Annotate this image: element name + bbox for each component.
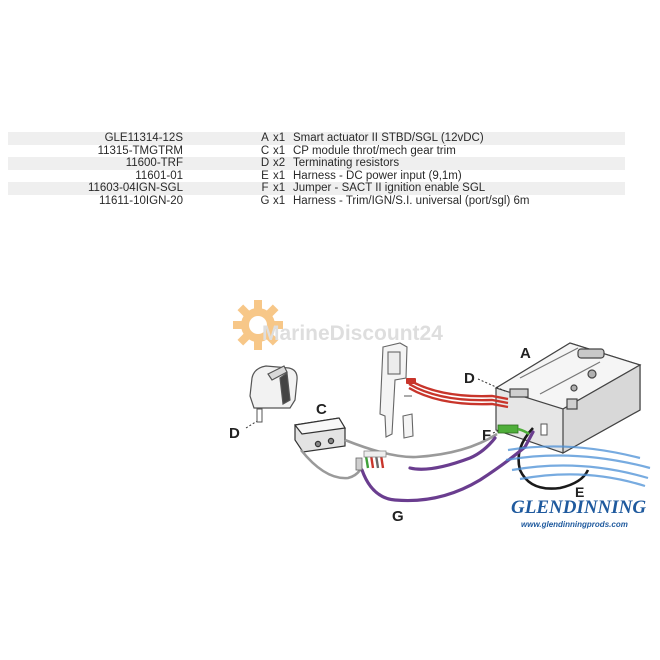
- diagram-letter: A: [257, 132, 273, 145]
- label-g: G: [392, 508, 404, 525]
- part-description: Terminating resistors: [293, 157, 625, 170]
- row-spacer: [189, 157, 257, 170]
- engine-lever: [379, 342, 414, 439]
- part-number: GLE11314-12S: [8, 132, 189, 145]
- cp-module: [293, 417, 346, 453]
- diagram-letter: F: [257, 182, 273, 195]
- diagram-letter: C: [257, 144, 273, 157]
- diagram-letter: E: [257, 169, 273, 182]
- part-description: CP module throt/mech gear trim: [293, 144, 625, 157]
- control-head: [249, 365, 298, 409]
- diagram-letter: D: [257, 157, 273, 170]
- f-leader: [492, 429, 501, 434]
- row-spacer: [189, 132, 257, 145]
- gear-icon: [233, 300, 283, 350]
- part-description: Jumper - SACT II ignition enable SGL: [293, 182, 625, 195]
- part-description: Harness - DC power input (9,1m): [293, 169, 625, 182]
- label-d-right: D: [464, 370, 475, 387]
- label-f: F: [482, 427, 491, 444]
- part-number: 11600-TRF: [8, 157, 189, 170]
- diagram-letter: G: [257, 194, 273, 207]
- smart-actuator: [494, 342, 642, 455]
- watermark-text: MarineDiscount24: [262, 322, 443, 345]
- quantity: x1: [273, 182, 293, 195]
- g-connectors: [355, 450, 387, 471]
- label-c: C: [316, 401, 327, 418]
- brand-url: www.glendinningprods.com: [521, 520, 628, 529]
- part-number: 11603-04IGN-SGL: [8, 182, 189, 195]
- quantity: x1: [273, 169, 293, 182]
- d-left-leader: [245, 417, 263, 429]
- label-d-left: D: [229, 425, 240, 442]
- part-description: Harness - Trim/IGN/S.I. universal (port/…: [293, 194, 625, 207]
- grey-cable: [299, 432, 498, 480]
- g-harness: [360, 430, 535, 503]
- part-number: 11611-10IGN-20: [8, 194, 189, 207]
- terminating-resistor-left: [256, 408, 263, 423]
- part-description: Smart actuator II STBD/SGL (12vDC): [293, 132, 625, 145]
- f-jumper: [497, 424, 530, 436]
- row-spacer: [189, 169, 257, 182]
- boat-swoosh-icon: [505, 445, 651, 488]
- quantity: x1: [273, 144, 293, 157]
- row-spacer: [189, 182, 257, 195]
- watermark-logo: MarineDiscount24: [233, 300, 443, 350]
- quantity: x2: [273, 157, 293, 170]
- brand-name: GLENDINNING: [511, 497, 646, 518]
- quantity: x1: [273, 194, 293, 207]
- terminating-resistor-right: [540, 423, 548, 436]
- label-e: E: [575, 484, 584, 500]
- d-right-leader: [477, 378, 506, 392]
- part-number: 11601-01: [8, 169, 189, 182]
- row-spacer: [189, 144, 257, 157]
- quantity: x1: [273, 132, 293, 145]
- label-a: A: [520, 345, 531, 362]
- part-number: 11315-TMGTRM: [8, 144, 189, 157]
- red-cables: [408, 378, 509, 409]
- row-spacer: [189, 194, 257, 207]
